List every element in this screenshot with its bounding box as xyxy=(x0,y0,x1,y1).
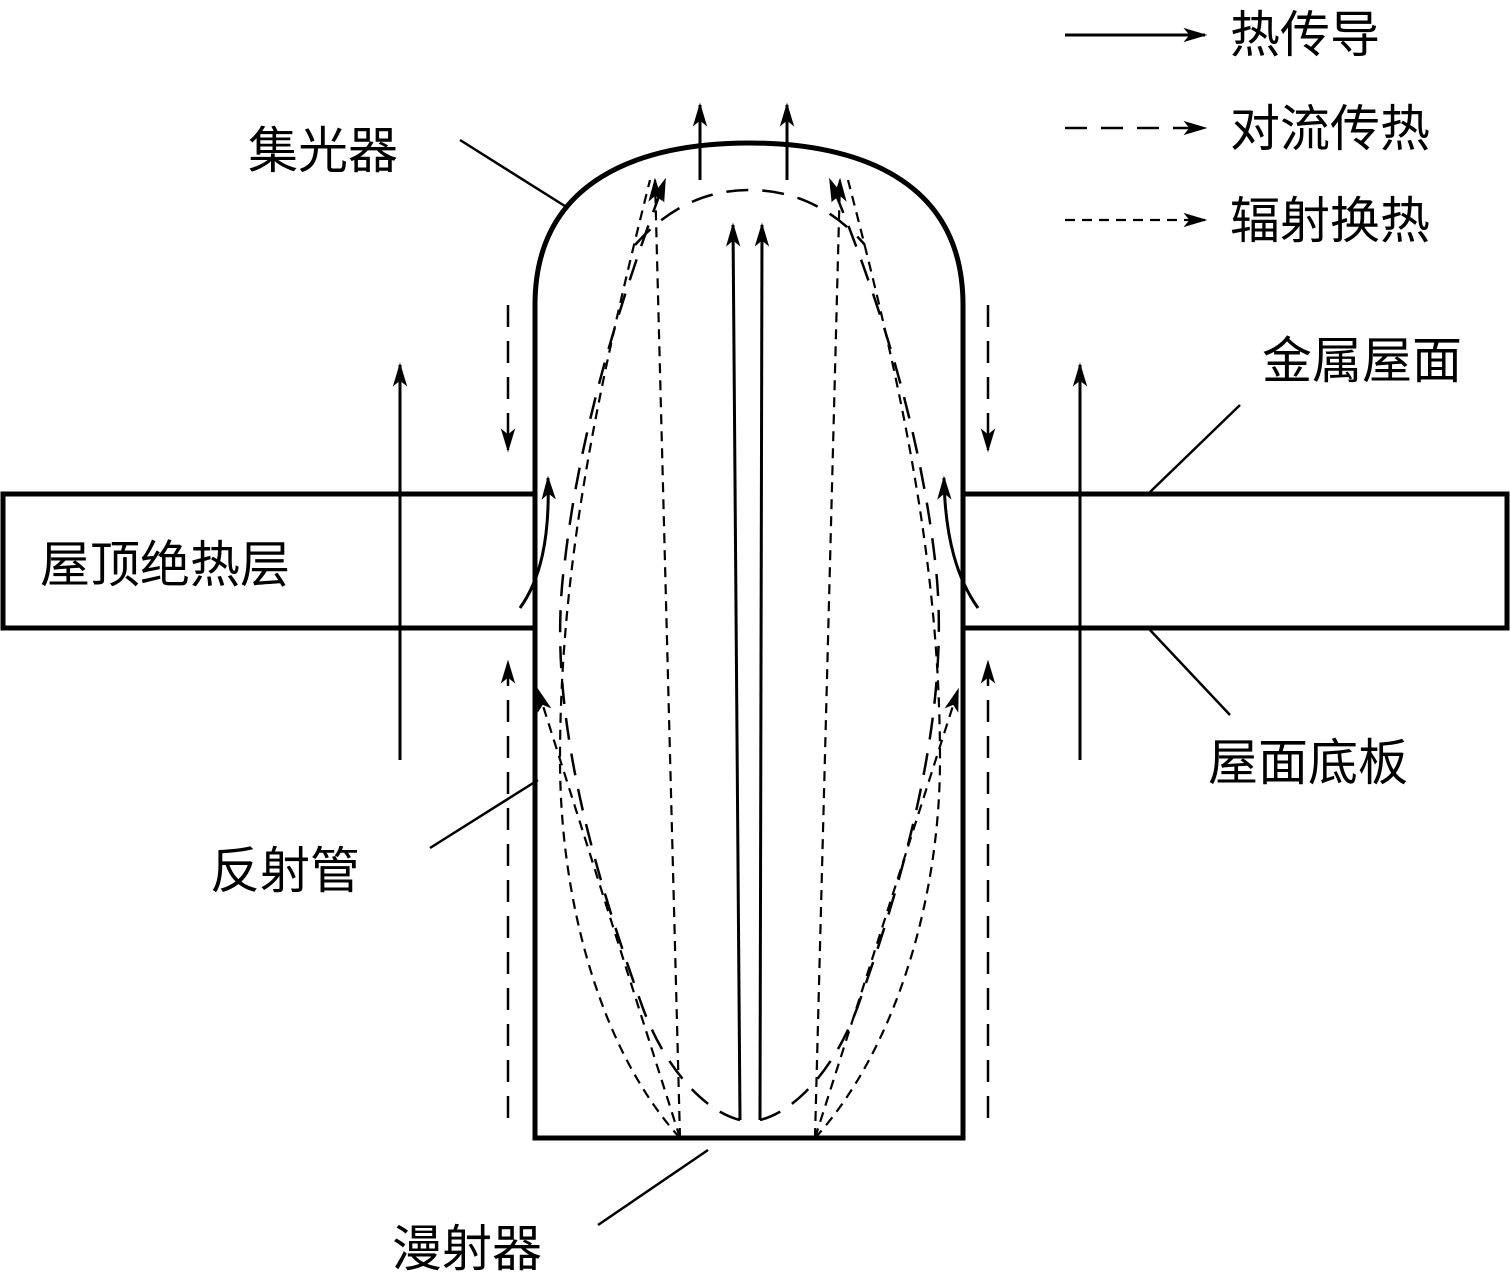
legend-conduction-label: 热传导 xyxy=(1230,6,1380,64)
roof-slab-right xyxy=(960,491,1510,631)
metal-roof-label: 金属屋面 xyxy=(1262,332,1462,390)
collector-label: 集光器 xyxy=(248,122,398,180)
conduction-arrows xyxy=(392,102,1088,1121)
roof-base-plate-label: 屋面底板 xyxy=(1208,734,1408,792)
roof-insulation-label: 屋顶绝热层 xyxy=(40,536,290,594)
legend-radiation-label: 辐射换热 xyxy=(1230,192,1430,250)
reflective-tube-label: 反射管 xyxy=(210,842,360,900)
collector-dome xyxy=(532,140,966,306)
leader-lines xyxy=(429,138,1241,1227)
reflective-tube xyxy=(532,305,966,1141)
radiation-arrows xyxy=(536,177,960,1139)
legend: 热传导 对流传热 辐射换热 xyxy=(1065,6,1430,250)
convection-arrows xyxy=(500,177,996,1122)
legend-convection-label: 对流传热 xyxy=(1230,100,1430,158)
diffuser-label: 漫射器 xyxy=(392,1220,542,1278)
